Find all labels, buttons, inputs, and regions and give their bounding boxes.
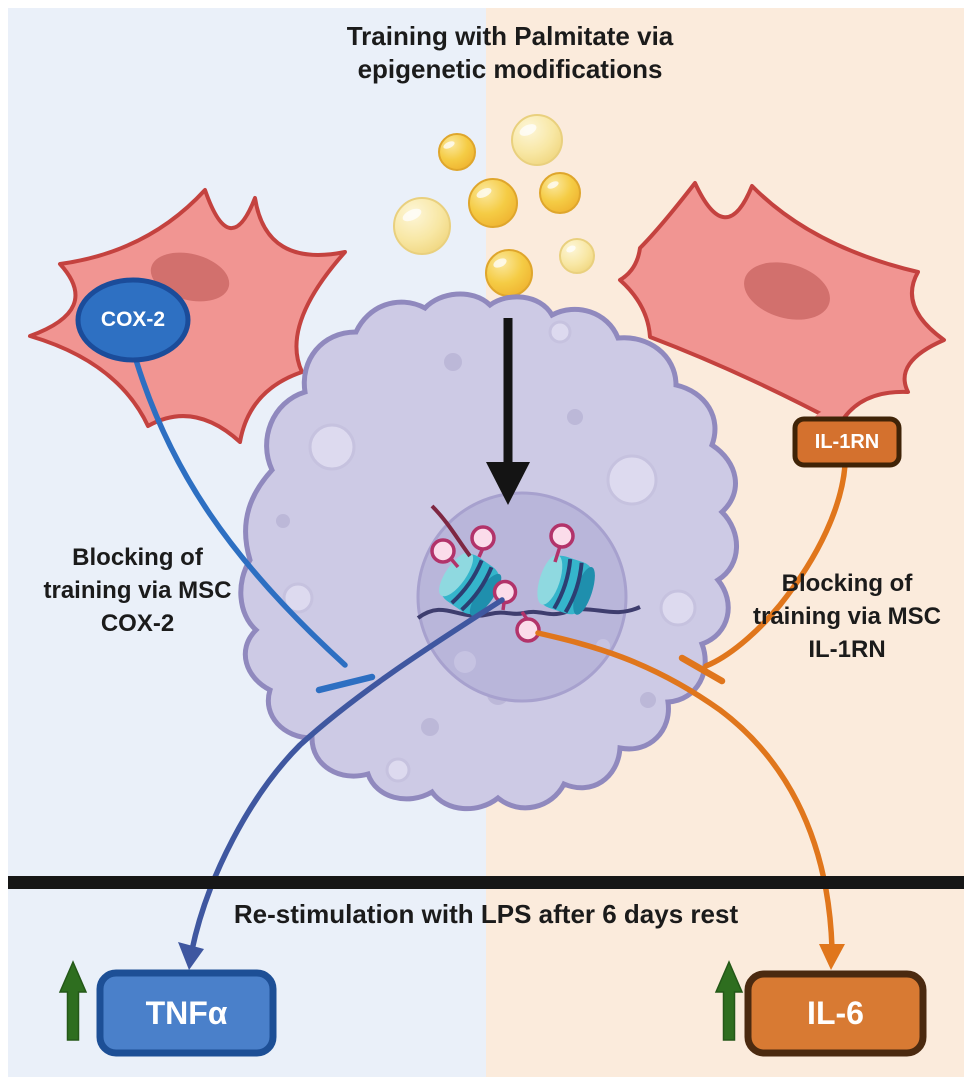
il6-box — [744, 970, 927, 1057]
il6-label: IL-6 — [807, 995, 864, 1031]
methyl-marks-icon — [430, 523, 575, 643]
title-line-2: epigenetic modifications — [357, 54, 663, 84]
il1rn-badge — [792, 416, 902, 468]
macrophage-nucleus — [416, 491, 628, 703]
msc-right-nucleus — [744, 262, 830, 320]
increase-arrow-right-icon — [714, 960, 744, 1041]
inhibition-bar-blue — [315, 673, 376, 694]
cox2-inhibition-line — [133, 357, 376, 694]
histone-tail-strand — [430, 504, 472, 558]
chromatin-icon — [416, 504, 641, 643]
histone-left-icon — [439, 552, 502, 616]
palmitate-droplets-icon — [393, 114, 595, 297]
increase-arrow-left-icon — [58, 960, 88, 1041]
tnfa-box — [96, 969, 277, 1057]
il1rn-inhibition-line — [678, 462, 848, 685]
restimulation-label: Re-stimulation with LPS after 6 days res… — [233, 899, 739, 929]
il6-output-arrow — [535, 630, 845, 970]
inhibition-bar-orange — [678, 654, 726, 685]
cytoplasm-vesicles — [276, 320, 697, 783]
blocking-text-right: Blocking of training via MSC IL-1RN — [752, 570, 942, 663]
blocking-text-left: Blocking of training via MSC COX-2 — [43, 544, 232, 637]
divider-line — [8, 876, 964, 889]
histone-right-icon — [537, 554, 595, 615]
cox2-label: COX-2 — [100, 308, 166, 331]
title-line-1: Training with Palmitate via — [346, 21, 674, 51]
diagram-title: Training with Palmitate via epigenetic m… — [235, 20, 785, 86]
uptake-arrow-icon — [486, 318, 530, 505]
il1rn-label: IL-1RN — [814, 431, 880, 453]
cox2-badge — [75, 277, 191, 363]
tnfa-label: TNFα — [145, 995, 228, 1031]
